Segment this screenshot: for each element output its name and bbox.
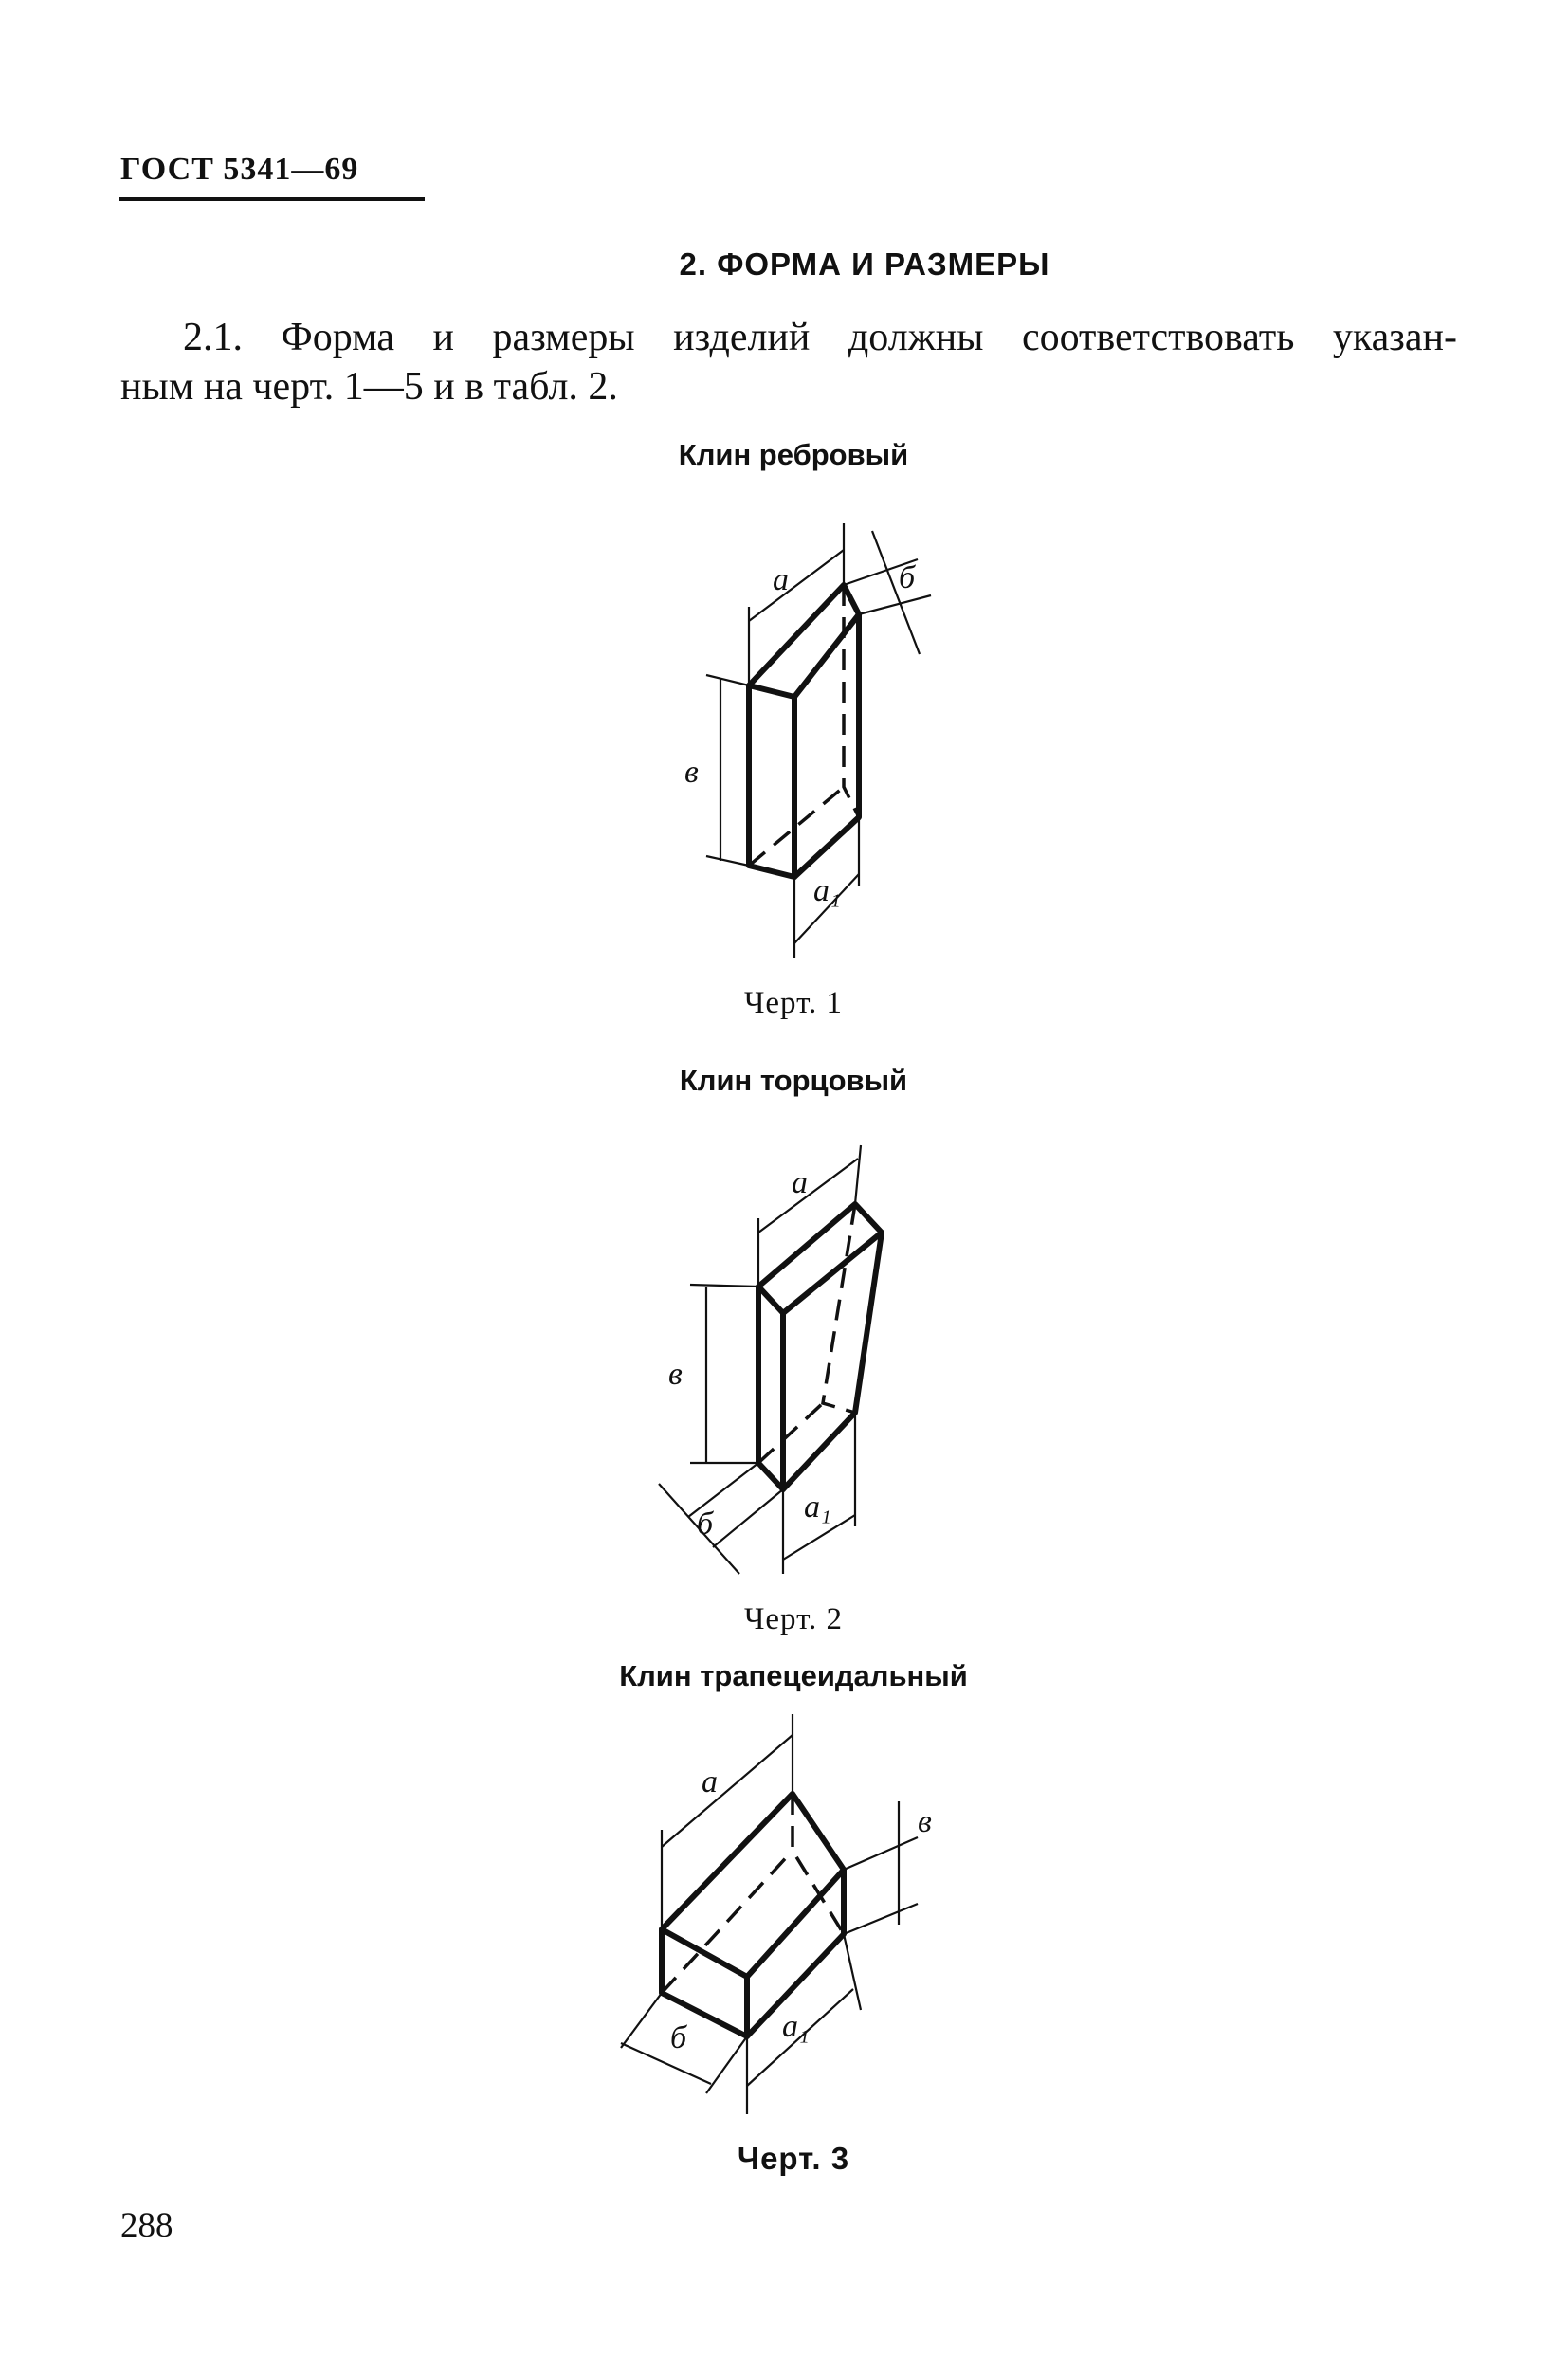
fig2-label-v: в — [668, 1357, 683, 1392]
fig1-ext-v-top — [705, 673, 750, 687]
fig2-ext-v-top — [689, 1283, 759, 1288]
fig3-hidden-edges — [791, 1794, 846, 1935]
fig1-dim-a1 — [793, 873, 860, 944]
fig3-ext-b-left — [620, 1992, 663, 2049]
fig3-dim-a1 — [746, 1988, 854, 2087]
paragraph-line-1: 2.1. Форма и размеры изделий должны соот… — [183, 316, 1457, 359]
section-title: 2. ФОРМА И РАЗМЕРЫ — [679, 247, 1050, 282]
fig3-ext-b-right — [705, 2036, 748, 2094]
fig2-dim-a1 — [782, 1514, 856, 1561]
fig3-dim-a — [661, 1734, 793, 1848]
fig1-ext-v-bottom — [705, 854, 750, 867]
fig1-dim-b — [870, 530, 921, 655]
fig2-dim-a — [757, 1158, 859, 1233]
fig3-ext-v-top — [843, 1835, 919, 1872]
fig1-label-a: a — [773, 562, 789, 597]
fig1-label-b: б — [899, 560, 917, 595]
figure-1-title: Клин ребровый — [678, 438, 909, 471]
fig3-label-a1: a₁ — [782, 2009, 810, 2044]
fig1-ext-b1 — [843, 557, 919, 587]
fig1-hidden-bottom — [747, 785, 846, 867]
fig2-dim-b — [658, 1483, 740, 1575]
paragraph-line-2: ным на черт. 1—5 и в табл. 2. — [120, 365, 618, 409]
document-code-header: ГОСТ 5341—69 — [120, 152, 359, 187]
fig3-ext-v-bottom — [843, 1902, 919, 1936]
figure-2-title: Клин торцовый — [679, 1064, 908, 1097]
fig3-hidden-diag — [660, 1849, 794, 1995]
figure-2-caption: Черт. 2 — [743, 1602, 844, 1636]
figure-3-title: Клин трапецеидальный — [619, 1659, 968, 1692]
fig2-ext-b1 — [687, 1462, 759, 1518]
fig1-label-a1: a₁ — [813, 873, 841, 908]
fig3-label-b: б — [670, 2020, 688, 2055]
figure-1-caption: Черт. 1 — [743, 986, 844, 1020]
fig2-hidden-bottom — [757, 1401, 825, 1465]
fig2-hidden-edges — [821, 1203, 857, 1415]
fig2-ext-a-right — [853, 1144, 863, 1205]
header-underline — [119, 197, 425, 201]
figure-3-caption: Черт. 3 — [737, 2141, 850, 2176]
fig2-label-b: б — [697, 1507, 715, 1542]
fig3-dim-b — [620, 2041, 712, 2086]
fig1-dim-a — [748, 549, 845, 622]
fig3-label-a: a — [702, 1764, 718, 1799]
page-number: 288 — [120, 2206, 173, 2245]
fig1-hidden-edges — [842, 585, 861, 818]
fig1-label-v: в — [684, 755, 699, 790]
fig2-ext-b2 — [712, 1488, 784, 1548]
fig1-ext-b2 — [858, 594, 932, 616]
fig3-ext-a1-right — [842, 1933, 863, 2011]
fig2-label-a: a — [792, 1165, 808, 1200]
fig1-top-face — [746, 582, 862, 700]
fig2-top-face — [756, 1201, 884, 1316]
fig3-label-v: в — [918, 1804, 932, 1839]
fig2-label-a1: a₁ — [804, 1489, 831, 1525]
paragraph-2-1: 2.1. Форма и размеры изделий должны соот… — [120, 313, 1457, 411]
fig3-top-face — [659, 1791, 847, 1980]
